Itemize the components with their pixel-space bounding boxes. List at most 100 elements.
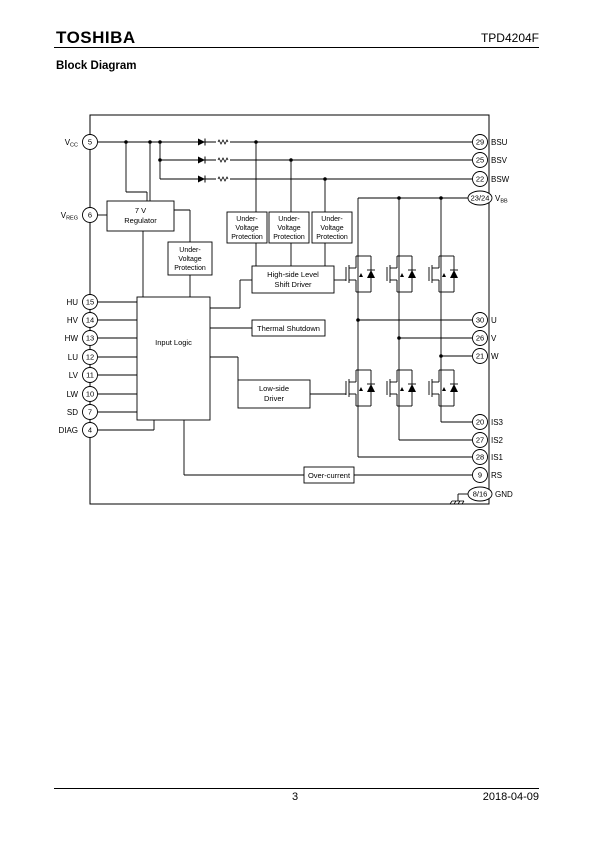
pin-right-11: 8/16 GND bbox=[467, 486, 513, 502]
svg-text:Voltage: Voltage bbox=[178, 256, 201, 263]
low-side-transistor-3 bbox=[428, 369, 458, 407]
input-logic-block: Input Logic bbox=[136, 296, 211, 421]
pin-left-8: 7 SD bbox=[67, 404, 98, 420]
low-side-transistor-1 bbox=[345, 369, 375, 407]
pin-number: 12 bbox=[86, 353, 94, 362]
pin-label: DIAG bbox=[58, 426, 78, 435]
pin-number: 10 bbox=[86, 390, 94, 399]
pin-left-6: 11 LV bbox=[69, 367, 98, 383]
pin-label: BSV bbox=[491, 156, 508, 165]
uvp-block-1: Under- Voltage Protection bbox=[226, 211, 268, 244]
footer-rule bbox=[54, 788, 539, 789]
svg-text:Over-current: Over-current bbox=[308, 471, 351, 480]
pin-label: W bbox=[491, 352, 499, 361]
document-date: 2018-04-09 bbox=[482, 791, 539, 803]
pin-number: 13 bbox=[86, 334, 94, 343]
svg-text:Low-side: Low-side bbox=[259, 384, 289, 393]
svg-text:Protection: Protection bbox=[174, 265, 206, 272]
pin-label: BSU bbox=[491, 138, 508, 147]
pin-left-2: 15 HU bbox=[66, 294, 98, 310]
svg-text:7 V: 7 V bbox=[135, 206, 146, 215]
pin-number: 15 bbox=[86, 298, 94, 307]
pin-left-7: 10 LW bbox=[67, 386, 98, 402]
pin-label: LU bbox=[68, 353, 78, 362]
pin-label: VBB bbox=[495, 194, 508, 205]
svg-text:Thermal Shutdown: Thermal Shutdown bbox=[257, 324, 320, 333]
uvp-main-block: Under- Voltage Protection bbox=[167, 241, 213, 276]
pin-number: 25 bbox=[476, 156, 484, 165]
pin-number: 20 bbox=[476, 418, 484, 427]
svg-text:High-side Level: High-side Level bbox=[267, 270, 319, 279]
pin-label: GND bbox=[495, 490, 513, 499]
pin-number: 14 bbox=[86, 316, 94, 325]
pin-number: 23/24 bbox=[471, 194, 490, 203]
pin-label: IS2 bbox=[491, 436, 504, 445]
thermal-shutdown-block: Thermal Shutdown bbox=[251, 319, 326, 337]
high-side-transistor-2 bbox=[386, 255, 416, 293]
svg-text:Under-: Under- bbox=[236, 216, 258, 223]
pin-label: VREG bbox=[61, 211, 78, 222]
svg-text:Shift Driver: Shift Driver bbox=[274, 280, 312, 289]
pin-number: 26 bbox=[476, 334, 484, 343]
pin-number: 30 bbox=[476, 316, 484, 325]
pin-number: 11 bbox=[86, 371, 94, 380]
ground-symbol bbox=[449, 500, 465, 505]
pin-number: 22 bbox=[476, 175, 484, 184]
high-side-driver-block: High-side Level Shift Driver bbox=[251, 265, 335, 294]
pin-label: HW bbox=[65, 334, 79, 343]
pin-label: LW bbox=[67, 390, 79, 399]
pin-number: 5 bbox=[88, 138, 92, 147]
pin-left-3: 14 HV bbox=[67, 312, 98, 328]
pin-number: 27 bbox=[476, 436, 484, 445]
pin-number: 7 bbox=[88, 408, 92, 417]
pin-number: 8/16 bbox=[473, 490, 488, 499]
pin-right-6: 21 W bbox=[472, 348, 499, 364]
svg-text:Under-: Under- bbox=[179, 247, 201, 254]
uvp-block-3: Under- Voltage Protection bbox=[311, 211, 353, 244]
pin-number: 21 bbox=[476, 352, 484, 361]
pin-label: HU bbox=[66, 298, 78, 307]
internal-wiring bbox=[98, 197, 472, 501]
header-rule bbox=[54, 47, 539, 48]
pin-number: 9 bbox=[478, 471, 482, 480]
pin-right-3: 23/24 VBB bbox=[467, 190, 508, 206]
svg-text:Input Logic: Input Logic bbox=[155, 338, 192, 347]
part-number: TPD4204F bbox=[480, 31, 539, 45]
pin-left-4: 13 HW bbox=[65, 330, 98, 346]
bus-dots bbox=[356, 196, 443, 358]
pin-left-5: 12 LU bbox=[68, 349, 98, 365]
high-side-transistor-3 bbox=[428, 255, 458, 293]
pin-label: LV bbox=[69, 371, 79, 380]
pin-label: IS1 bbox=[491, 453, 504, 462]
junction-dots bbox=[124, 140, 327, 181]
svg-text:Voltage: Voltage bbox=[320, 225, 343, 232]
section-title: Block Diagram bbox=[56, 60, 137, 72]
svg-text:Protection: Protection bbox=[273, 234, 305, 241]
pin-label: V bbox=[491, 334, 497, 343]
toshiba-logo: TOSHIBA bbox=[56, 28, 136, 47]
pin-right-1: 25 BSV bbox=[472, 152, 508, 168]
low-side-driver-block: Low-side Driver bbox=[237, 379, 311, 409]
regulator-block: 7 V Regulator bbox=[106, 200, 175, 232]
low-side-transistor-2 bbox=[386, 369, 416, 407]
svg-text:Voltage: Voltage bbox=[277, 225, 300, 232]
svg-text:Under-: Under- bbox=[278, 216, 300, 223]
svg-text:Driver: Driver bbox=[264, 394, 285, 403]
svg-text:Protection: Protection bbox=[316, 234, 348, 241]
over-current-block: Over-current bbox=[303, 466, 355, 484]
pin-label: SD bbox=[67, 408, 78, 417]
pin-right-5: 26 V bbox=[472, 330, 497, 346]
page-number: 3 bbox=[292, 791, 299, 803]
pin-label: HV bbox=[67, 316, 79, 325]
